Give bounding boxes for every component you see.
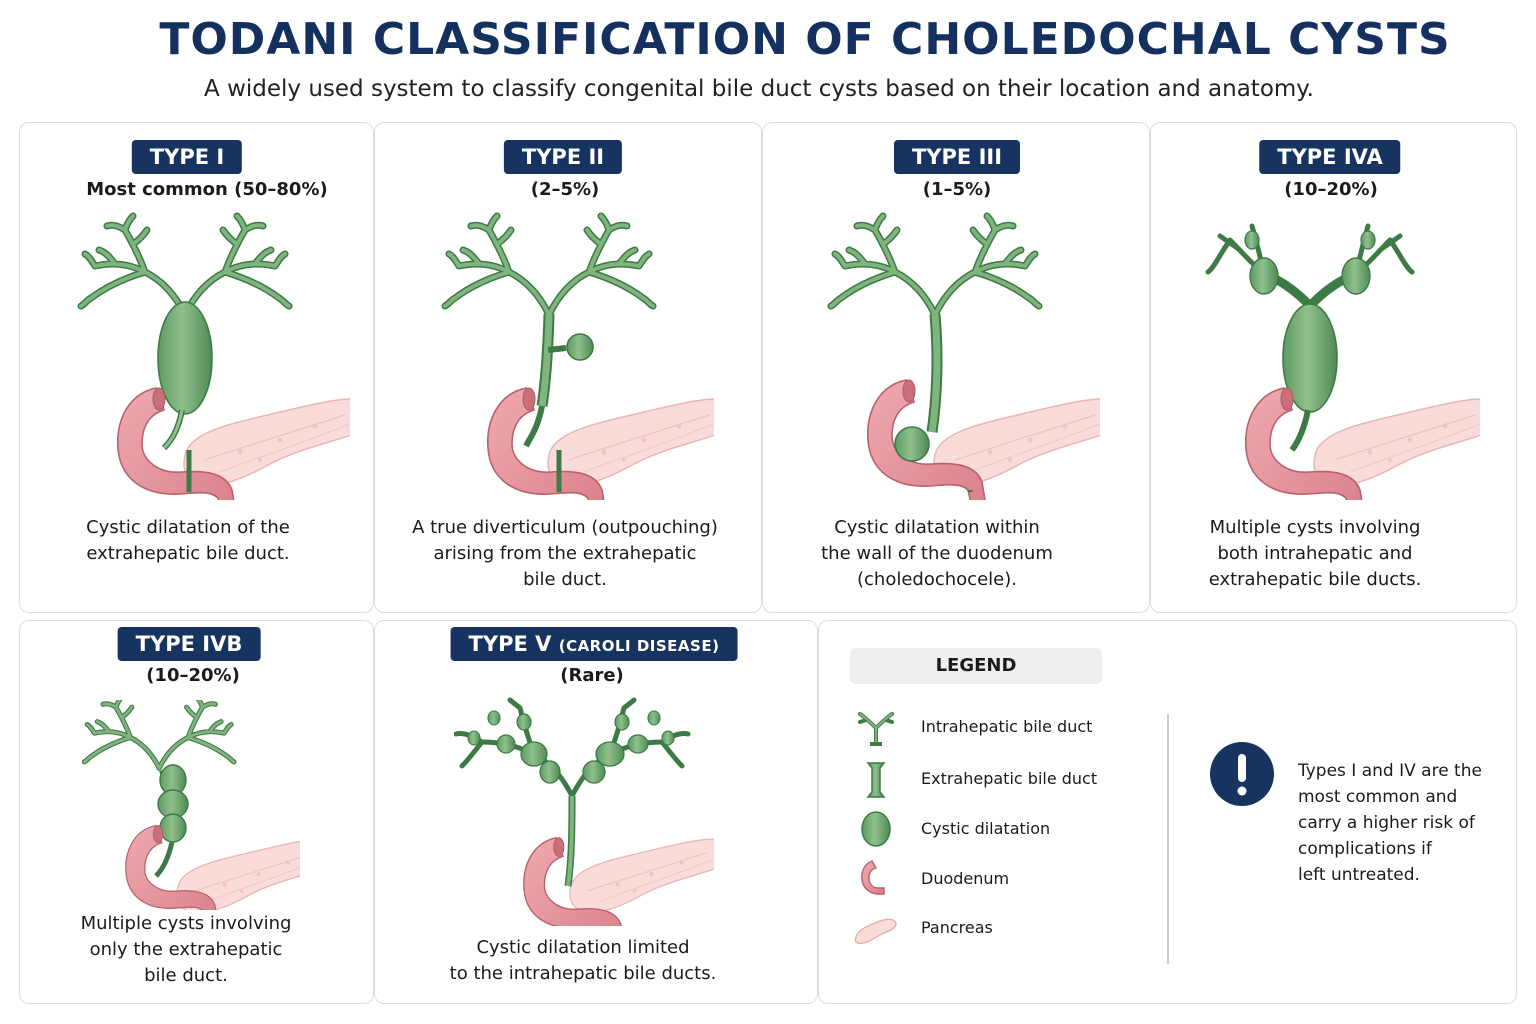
- page-subtitle: A widely used system to classify congeni…: [204, 76, 1314, 102]
- type-iva-badge: TYPE IVA: [1259, 140, 1401, 174]
- legend-title: LEGEND: [850, 648, 1102, 684]
- legend-label-cyst: Cystic dilatation: [921, 819, 1051, 838]
- type-iva-illustration: [1205, 223, 1480, 500]
- type-ivb-frequency: (10–20%): [146, 665, 240, 686]
- pancreas-icon: [854, 918, 897, 945]
- exclamation-icon: [1210, 742, 1274, 806]
- type-i-frequency: Most common (50–80%): [86, 179, 328, 200]
- type-ii-description: A true diverticulum (outpouching)arising…: [412, 517, 718, 590]
- cyst-icon: [861, 811, 891, 847]
- type-ivb-card: [19, 620, 374, 1004]
- legend-label-duodenum: Duodenum: [921, 869, 1010, 888]
- type-ii-frequency: (2–5%): [530, 179, 600, 200]
- type-v-card: [374, 620, 818, 1004]
- legend-label-pancreas: Pancreas: [921, 918, 993, 937]
- intrahepatic-duct-icon: [858, 712, 894, 746]
- type-v-frequency: (Rare): [560, 665, 624, 686]
- legend-label-extrahepatic: Extrahepatic bile duct: [921, 769, 1098, 788]
- type-ii-card: [374, 122, 762, 613]
- type-iii-illustration: [820, 210, 1100, 500]
- type-v-badge: TYPE V (CAROLI DISEASE): [450, 627, 738, 661]
- type-iii-card: [762, 122, 1150, 613]
- type-iii-badge: TYPE III: [893, 140, 1021, 174]
- type-i-badge: TYPE I: [131, 140, 243, 174]
- type-i-illustration: [70, 210, 350, 500]
- extrahepatic-duct-icon: [866, 762, 886, 798]
- type-ivb-illustration: [80, 700, 300, 910]
- page-title: TODANI CLASSIFICATION OF CHOLEDOCHAL CYS…: [159, 14, 1451, 65]
- legend-label-intrahepatic: Intrahepatic bile duct: [921, 717, 1093, 736]
- duodenum-icon: [861, 860, 885, 895]
- type-iii-frequency: (1–5%): [922, 179, 992, 200]
- type-ii-badge: TYPE II: [503, 140, 623, 174]
- type-ivb-badge: TYPE IVB: [117, 627, 261, 661]
- type-ii-illustration: [434, 210, 714, 500]
- type-v-illustration: [454, 697, 714, 926]
- legend-divider: [1167, 714, 1169, 964]
- type-iva-frequency: (10–20%): [1284, 179, 1378, 200]
